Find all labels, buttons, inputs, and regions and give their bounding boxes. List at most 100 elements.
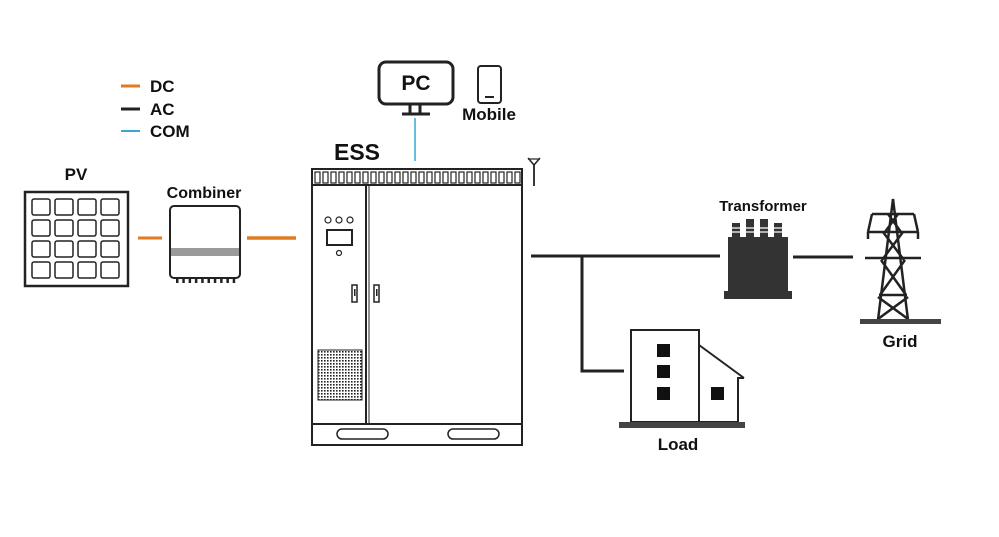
pv-label: PV xyxy=(65,165,88,184)
ess-vent-slot xyxy=(386,171,393,184)
ess-vent-slot xyxy=(402,171,409,184)
ess-vent-slot xyxy=(378,171,385,184)
ess-mesh-grille xyxy=(317,349,363,401)
transformer-bushing xyxy=(732,223,740,238)
ess-vent-slot xyxy=(506,171,513,184)
grid-pylon-icon xyxy=(865,198,921,321)
antenna-icon xyxy=(527,157,541,186)
ess-vent-slot xyxy=(330,171,337,184)
house-window xyxy=(657,365,670,378)
pv-cell xyxy=(77,219,97,237)
ess-vent-slot xyxy=(442,171,449,184)
combiner-terminal xyxy=(207,278,210,283)
house-window xyxy=(711,387,724,400)
ac-line-to-load xyxy=(580,256,624,373)
ess-vent-slot xyxy=(490,171,497,184)
ess-vent-strip xyxy=(314,171,521,184)
combiner-terminals xyxy=(176,278,236,283)
legend-ac-label: AC xyxy=(150,100,175,119)
transformer-base xyxy=(724,291,792,299)
ess-display-screen xyxy=(326,229,353,246)
pc-monitor: PC xyxy=(377,60,455,116)
ess-vent-slot xyxy=(410,171,417,184)
combiner-terminal xyxy=(226,278,229,283)
pv-cell xyxy=(54,240,74,258)
combiner-label: Combiner xyxy=(167,185,242,202)
combiner-terminal xyxy=(201,278,204,283)
house-window xyxy=(657,344,670,357)
ess-switch-knob xyxy=(335,249,343,257)
pv-panel xyxy=(23,190,130,288)
ess-vent-slot xyxy=(322,171,329,184)
ess-vent-slot xyxy=(498,171,505,184)
ess-label: ESS xyxy=(334,139,380,165)
pv-cell xyxy=(54,198,74,216)
transformer-label: Transformer xyxy=(719,198,807,215)
ess-door-handle-right-slot xyxy=(376,289,378,296)
ess-indicator-light xyxy=(335,216,343,224)
ess-vent-slot xyxy=(370,171,377,184)
pv-cell xyxy=(31,261,51,279)
combiner-terminal xyxy=(232,278,236,283)
house-window xyxy=(657,387,670,400)
ess-cabinet xyxy=(311,168,523,446)
ess-vent-slot xyxy=(338,171,345,184)
ess-vent-slot xyxy=(426,171,433,184)
pv-cell xyxy=(77,198,97,216)
pv-cell xyxy=(54,219,74,237)
ess-base-slot-right xyxy=(447,428,500,440)
legend-com-label: COM xyxy=(150,122,190,141)
ess-indicator-light xyxy=(346,216,354,224)
pv-cell xyxy=(100,240,120,258)
pv-cell xyxy=(100,219,120,237)
combiner-terminal xyxy=(213,278,217,283)
legend-dc-label: DC xyxy=(150,77,175,96)
ess-cabinet-frame xyxy=(311,168,523,446)
pc-screen xyxy=(377,60,455,106)
combiner-terminal xyxy=(182,278,185,283)
pv-cell xyxy=(31,198,51,216)
grid-pylon-base xyxy=(860,319,941,324)
ess-vent-slot xyxy=(418,171,425,184)
pv-cell xyxy=(31,240,51,258)
ess-vent-slot xyxy=(434,171,441,184)
load-label: Load xyxy=(658,435,699,454)
ess-door-handle-left-slot xyxy=(354,289,356,296)
pv-cell xyxy=(54,261,74,279)
ess-vent-slot xyxy=(466,171,473,184)
ess-base-slot-left xyxy=(336,428,389,440)
pv-cell xyxy=(77,261,97,279)
ess-indicator-light xyxy=(324,216,332,224)
house-ground xyxy=(619,422,745,428)
combiner-terminal xyxy=(188,278,192,283)
pv-cell xyxy=(77,240,97,258)
combiner-box xyxy=(169,205,241,283)
grid-label: Grid xyxy=(883,332,918,351)
combiner-band xyxy=(171,248,239,256)
transformer-body xyxy=(728,237,788,292)
ess-vent-slot xyxy=(458,171,465,184)
ess-vent-slot xyxy=(354,171,361,184)
combiner-terminal xyxy=(194,278,198,283)
combiner-body xyxy=(169,205,241,279)
mobile-body xyxy=(477,65,502,104)
ess-vent-slot xyxy=(394,171,401,184)
pv-cell xyxy=(31,219,51,237)
ess-vent-slot xyxy=(482,171,489,184)
mobile-label: Mobile xyxy=(462,105,516,124)
mobile-phone: Mobile xyxy=(462,65,516,124)
combiner-terminal xyxy=(176,278,179,283)
pv-cell xyxy=(100,198,120,216)
pv-cell xyxy=(100,261,120,279)
mobile-button xyxy=(485,96,494,98)
ess-vent-slot xyxy=(362,171,369,184)
pc-label: PC xyxy=(401,72,430,95)
ess-vent-slot xyxy=(474,171,481,184)
transformer-bushing xyxy=(774,223,782,238)
combiner-terminal xyxy=(220,278,223,283)
ess-vent-slot xyxy=(450,171,457,184)
legend: DC AC COM xyxy=(121,77,190,141)
ess-vent-slot xyxy=(346,171,353,184)
transformer-icon xyxy=(724,219,792,299)
